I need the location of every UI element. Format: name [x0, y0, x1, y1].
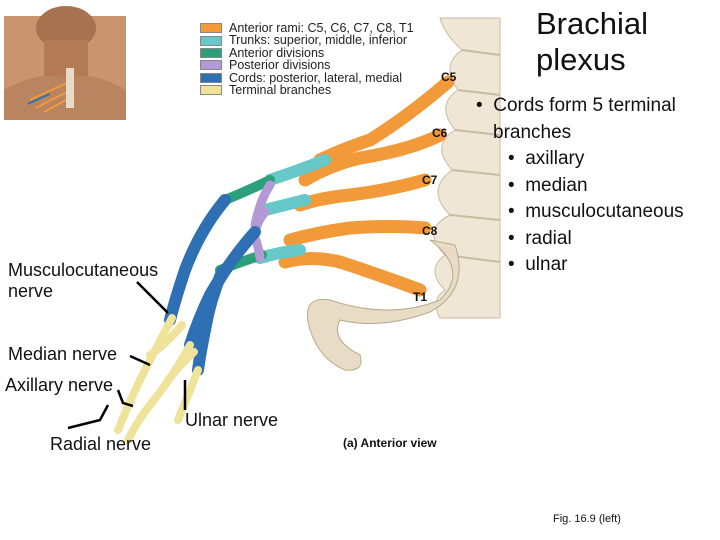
bullet-sub-item: • axillary	[508, 148, 585, 169]
legend-item: Anterior rami: C5, C6, C7, C8, T1	[200, 22, 414, 34]
bullet-main-continuation: branches	[493, 121, 572, 143]
level-label-c8: C8	[422, 224, 438, 238]
legend-item: Terminal branches	[200, 82, 414, 97]
bullet-sub-item: • radial	[508, 227, 572, 249]
view-caption: (a) Anterior view	[343, 436, 437, 450]
level-label-c7: C7	[422, 173, 438, 187]
title-line: Brachial	[536, 6, 648, 41]
bullet-sub-item: • musculocutaneous	[508, 201, 684, 222]
level-label-t1: T1	[413, 290, 428, 304]
cords	[164, 194, 261, 376]
legend-label: Anterior divisions	[229, 45, 325, 60]
bullet-text: ulnar	[525, 254, 568, 275]
axillary-nerve-label: Axillary nerve	[5, 375, 114, 395]
figure-caption: Fig. 16.9 (left)	[553, 513, 621, 525]
neck-thumbnail	[4, 6, 126, 120]
bullet-sub-item: • median	[508, 174, 588, 196]
anterior-rami	[278, 75, 455, 297]
median-nerve-label: Median nerve	[8, 344, 118, 364]
musculocutaneous-nerve-label: Musculocutaneous nerve	[8, 260, 158, 302]
bullet-text: musculocutaneous	[525, 201, 684, 222]
bullet-text: radial	[525, 227, 572, 249]
bullet-list: • Cords form 5 terminal branches • axill…	[476, 93, 684, 279]
bullet-text: axillary	[525, 148, 585, 169]
radial-nerve-label: Radial nerve	[50, 434, 152, 454]
posterior-divisions	[250, 180, 275, 263]
legend-label: Cords: posterior, lateral, medial	[229, 70, 402, 85]
legend-label: Trunks: superior, middle, inferior	[229, 33, 408, 48]
slide-title: Brachial plexus	[536, 6, 648, 78]
ulnar-nerve-label: Ulnar nerve	[185, 410, 279, 430]
legend-item: Cords: posterior, lateral, medial	[200, 70, 414, 85]
legend-item: Posterior divisions	[200, 58, 414, 73]
legend-swatch	[200, 72, 222, 83]
legend-swatch	[200, 85, 222, 96]
bullet-main: • Cords form 5 terminal	[476, 95, 676, 116]
bullet-text: median	[525, 174, 588, 196]
title-line: plexus	[536, 42, 626, 77]
bullet-text: Cords form 5 terminal	[493, 95, 676, 116]
legend-label: Anterior rami: C5, C6, C7, C8, T1	[229, 21, 414, 35]
leader-lines	[67, 281, 187, 430]
legend-label: Terminal branches	[229, 82, 332, 97]
legend-item: Anterior divisions	[200, 45, 414, 60]
legend-label: Posterior divisions	[229, 58, 331, 73]
color-legend: Anterior rami: C5, C6, C7, C8, T1 Trunks…	[200, 22, 414, 96]
level-label-c5: C5	[441, 70, 457, 84]
bullet-sub-item: • ulnar	[508, 254, 568, 275]
legend-swatch	[200, 47, 222, 58]
legend-swatch	[200, 35, 222, 46]
first-rib	[307, 239, 460, 371]
legend-swatch	[200, 23, 222, 34]
terminal-branches	[114, 314, 202, 444]
level-label-c6: C6	[432, 126, 448, 140]
label-line: Musculocutaneous	[8, 260, 159, 280]
legend-item: Trunks: superior, middle, inferior	[200, 33, 414, 48]
vertebral-column	[433, 17, 501, 319]
legend-swatch	[200, 60, 222, 71]
label-line: nerve	[8, 281, 54, 301]
